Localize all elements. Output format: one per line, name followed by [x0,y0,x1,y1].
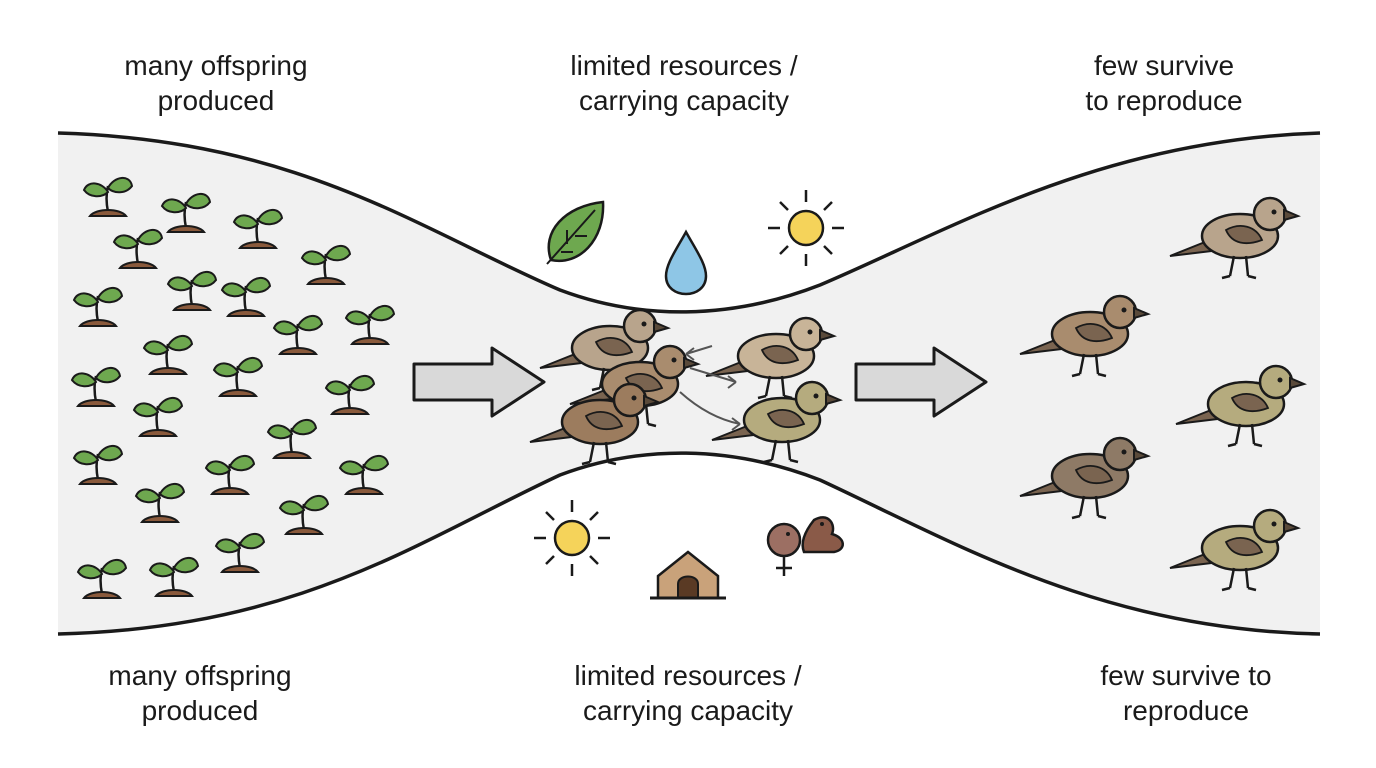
shelter-icon [650,550,726,600]
label-top-middle: limited resources / carrying capacity [570,50,798,116]
sun-icon [768,190,844,266]
sun-icon [534,500,610,576]
mate-pair-icon [766,516,844,576]
label-bottom-right: few survive to reproduce [1100,660,1272,726]
funnel-shape [58,133,1320,634]
label-bottom-left: many offspring produced [108,660,292,726]
leaf-icon [546,200,605,265]
funnel-bottom-edge [57,451,1321,636]
label-bottom-middle: limited resources / carrying capacity [574,660,802,726]
water-drop-icon [664,229,708,296]
label-top-right: few survive to reproduce [1085,50,1243,116]
label-top-left: many offspring produced [124,50,308,116]
competition-arrows [679,345,741,431]
funnel-top-edge [57,131,1321,314]
